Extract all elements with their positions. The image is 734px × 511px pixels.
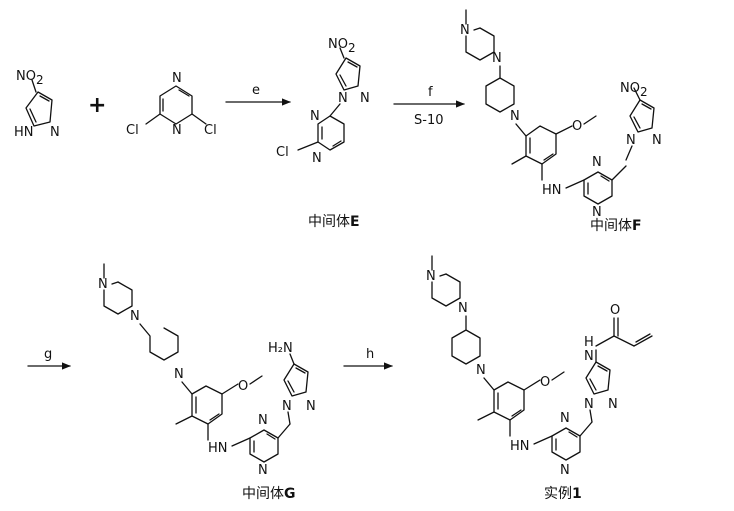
svg-text:H₂N: H₂N [268, 341, 293, 356]
compound-4-nitropyrazole: NO2 HN N [14, 69, 60, 140]
svg-text:O: O [238, 379, 248, 394]
svg-text:N: N [592, 155, 602, 170]
caption-intermediate-F: 中间体F [590, 218, 642, 234]
svg-text:O: O [610, 303, 620, 318]
svg-text:N: N [172, 71, 182, 86]
compound-intermediate-E: NO2 N N N N Cl [276, 37, 370, 166]
svg-text:NO2: NO2 [620, 81, 648, 99]
svg-text:NO2: NO2 [16, 69, 44, 87]
caption-example-1: 实例1 [544, 486, 582, 502]
svg-text:O: O [540, 375, 550, 390]
svg-text:N: N [258, 463, 268, 478]
arrow-step-g: g [27, 347, 71, 370]
svg-text:N: N [460, 23, 470, 38]
svg-text:NO2: NO2 [328, 37, 356, 55]
svg-text:N: N [306, 399, 316, 414]
svg-text:N: N [258, 413, 268, 428]
svg-text:N: N [338, 91, 348, 106]
arrow-step-e: e [225, 83, 291, 106]
svg-text:N: N [310, 109, 320, 124]
condition-label: S-10 [414, 113, 444, 128]
compound-intermediate-F: N N N O HN N N NO2 N N [460, 9, 662, 220]
svg-text:N: N [652, 133, 662, 148]
svg-text:Cl: Cl [126, 123, 139, 138]
compound-example-1: N N N O HN N N N N H N O [426, 255, 653, 478]
svg-text:N: N [426, 269, 436, 284]
reagent-label: h [366, 347, 374, 362]
svg-text:N: N [130, 309, 140, 324]
svg-text:N: N [360, 91, 370, 106]
svg-text:O: O [572, 119, 582, 134]
svg-text:N: N [492, 51, 502, 66]
plus-sign: + [88, 93, 106, 118]
svg-text:N: N [312, 151, 322, 166]
caption-intermediate-E: 中间体E [308, 214, 360, 230]
svg-text:N: N [476, 363, 486, 378]
svg-text:Cl: Cl [276, 145, 289, 160]
reagent-label: g [44, 347, 52, 362]
svg-text:N: N [592, 205, 602, 220]
svg-text:N: N [174, 367, 184, 382]
svg-text:N: N [584, 349, 594, 364]
compound-dichloropyrimidine: N N Cl Cl [126, 71, 217, 138]
caption-intermediate-G: 中间体G [242, 486, 296, 502]
compound-intermediate-G: N N N O HN N N H₂N N N [98, 263, 316, 478]
reagent-label: f [428, 85, 433, 100]
svg-text:N: N [98, 277, 108, 292]
arrow-step-f: f S-10 [393, 85, 465, 128]
reagent-label: e [252, 83, 260, 98]
svg-text:N: N [626, 133, 636, 148]
svg-text:N: N [510, 109, 520, 124]
svg-text:Cl: Cl [204, 123, 217, 138]
svg-text:N: N [560, 411, 570, 426]
svg-text:H: H [584, 335, 594, 350]
svg-text:N: N [560, 463, 570, 478]
svg-text:HN: HN [510, 439, 530, 454]
svg-text:HN: HN [14, 125, 34, 140]
svg-text:HN: HN [542, 183, 562, 198]
svg-text:HN: HN [208, 441, 228, 456]
svg-text:N: N [172, 123, 182, 138]
svg-text:N: N [282, 399, 292, 414]
arrow-step-h: h [343, 347, 393, 370]
svg-text:N: N [458, 301, 468, 316]
svg-text:N: N [584, 397, 594, 412]
svg-text:N: N [50, 125, 60, 140]
svg-text:N: N [608, 397, 618, 412]
